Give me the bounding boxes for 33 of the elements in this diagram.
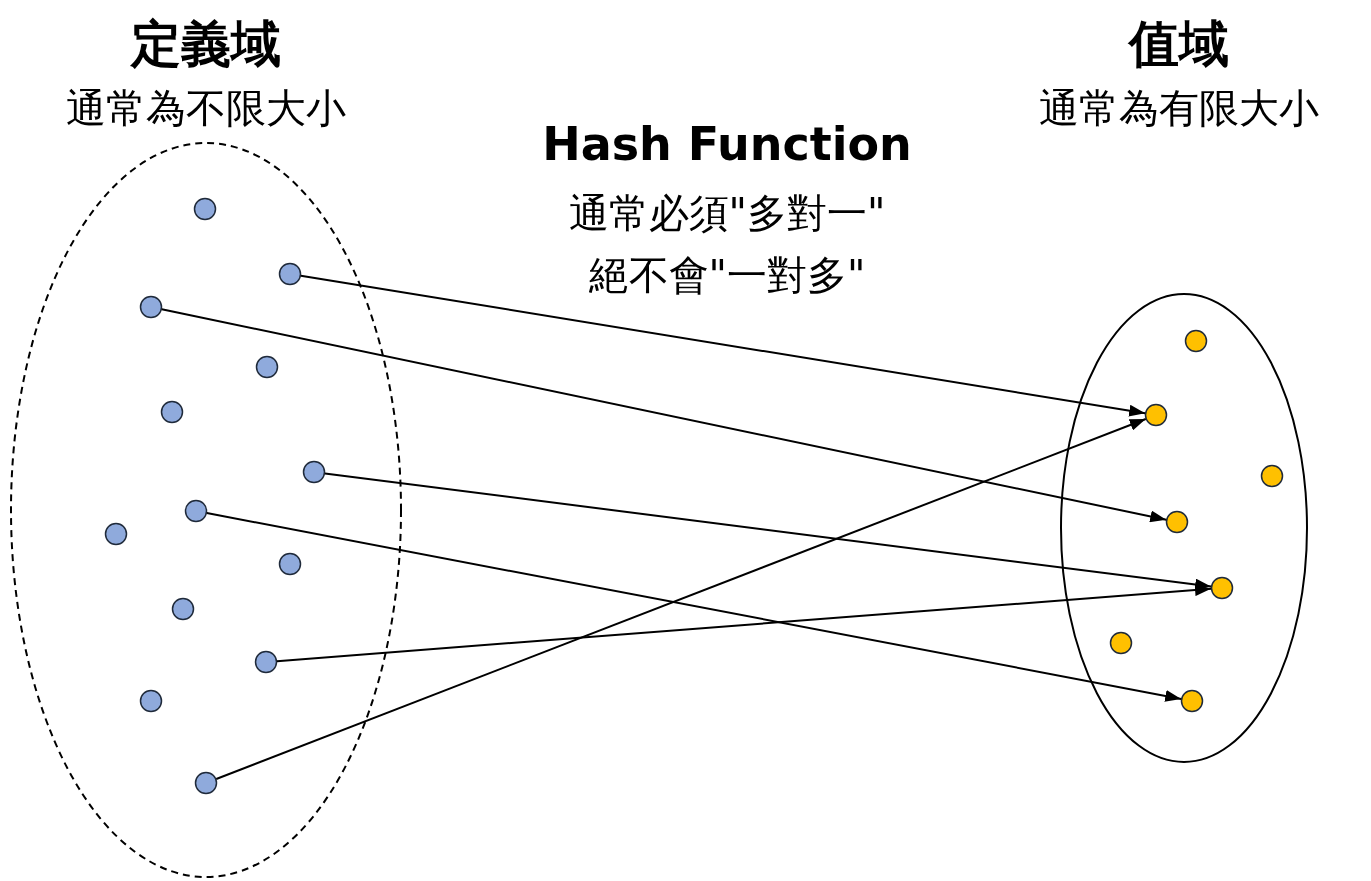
arrow <box>215 417 1147 781</box>
point-dot <box>278 262 302 286</box>
note-text: 絕不會"一對多" <box>588 251 866 300</box>
set-title: 定義域 <box>129 14 282 75</box>
set-subtitle: 通常為不限大小 <box>65 84 347 133</box>
point-dot <box>254 650 278 674</box>
point-dot <box>1165 510 1189 534</box>
arrow <box>205 512 1183 702</box>
point-dot <box>1144 403 1168 427</box>
point-dot <box>139 689 163 713</box>
point-dot <box>1109 631 1133 655</box>
point-dot <box>194 771 218 795</box>
set-subtitle: 通常為有限大小 <box>1038 84 1320 133</box>
point-dot <box>160 400 184 424</box>
point-dot <box>104 522 128 546</box>
point-dot <box>1210 576 1234 600</box>
set-title: 值域 <box>1127 14 1230 75</box>
point-dot <box>184 499 208 523</box>
note-text: 通常必須"多對一" <box>568 189 886 238</box>
point-dot <box>278 552 302 576</box>
arrow <box>299 274 1147 417</box>
point-dot <box>193 197 217 221</box>
point-dot <box>1184 329 1208 353</box>
arrow <box>160 308 1168 523</box>
point-dot <box>1260 464 1284 488</box>
arrow <box>275 584 1213 663</box>
point-dot <box>171 597 195 621</box>
point-dot <box>1180 689 1204 713</box>
function-title: Hash Function <box>542 116 912 173</box>
point-dot <box>255 355 279 379</box>
arrow <box>323 472 1213 591</box>
point-dot <box>302 460 326 484</box>
point-dot <box>139 295 163 319</box>
